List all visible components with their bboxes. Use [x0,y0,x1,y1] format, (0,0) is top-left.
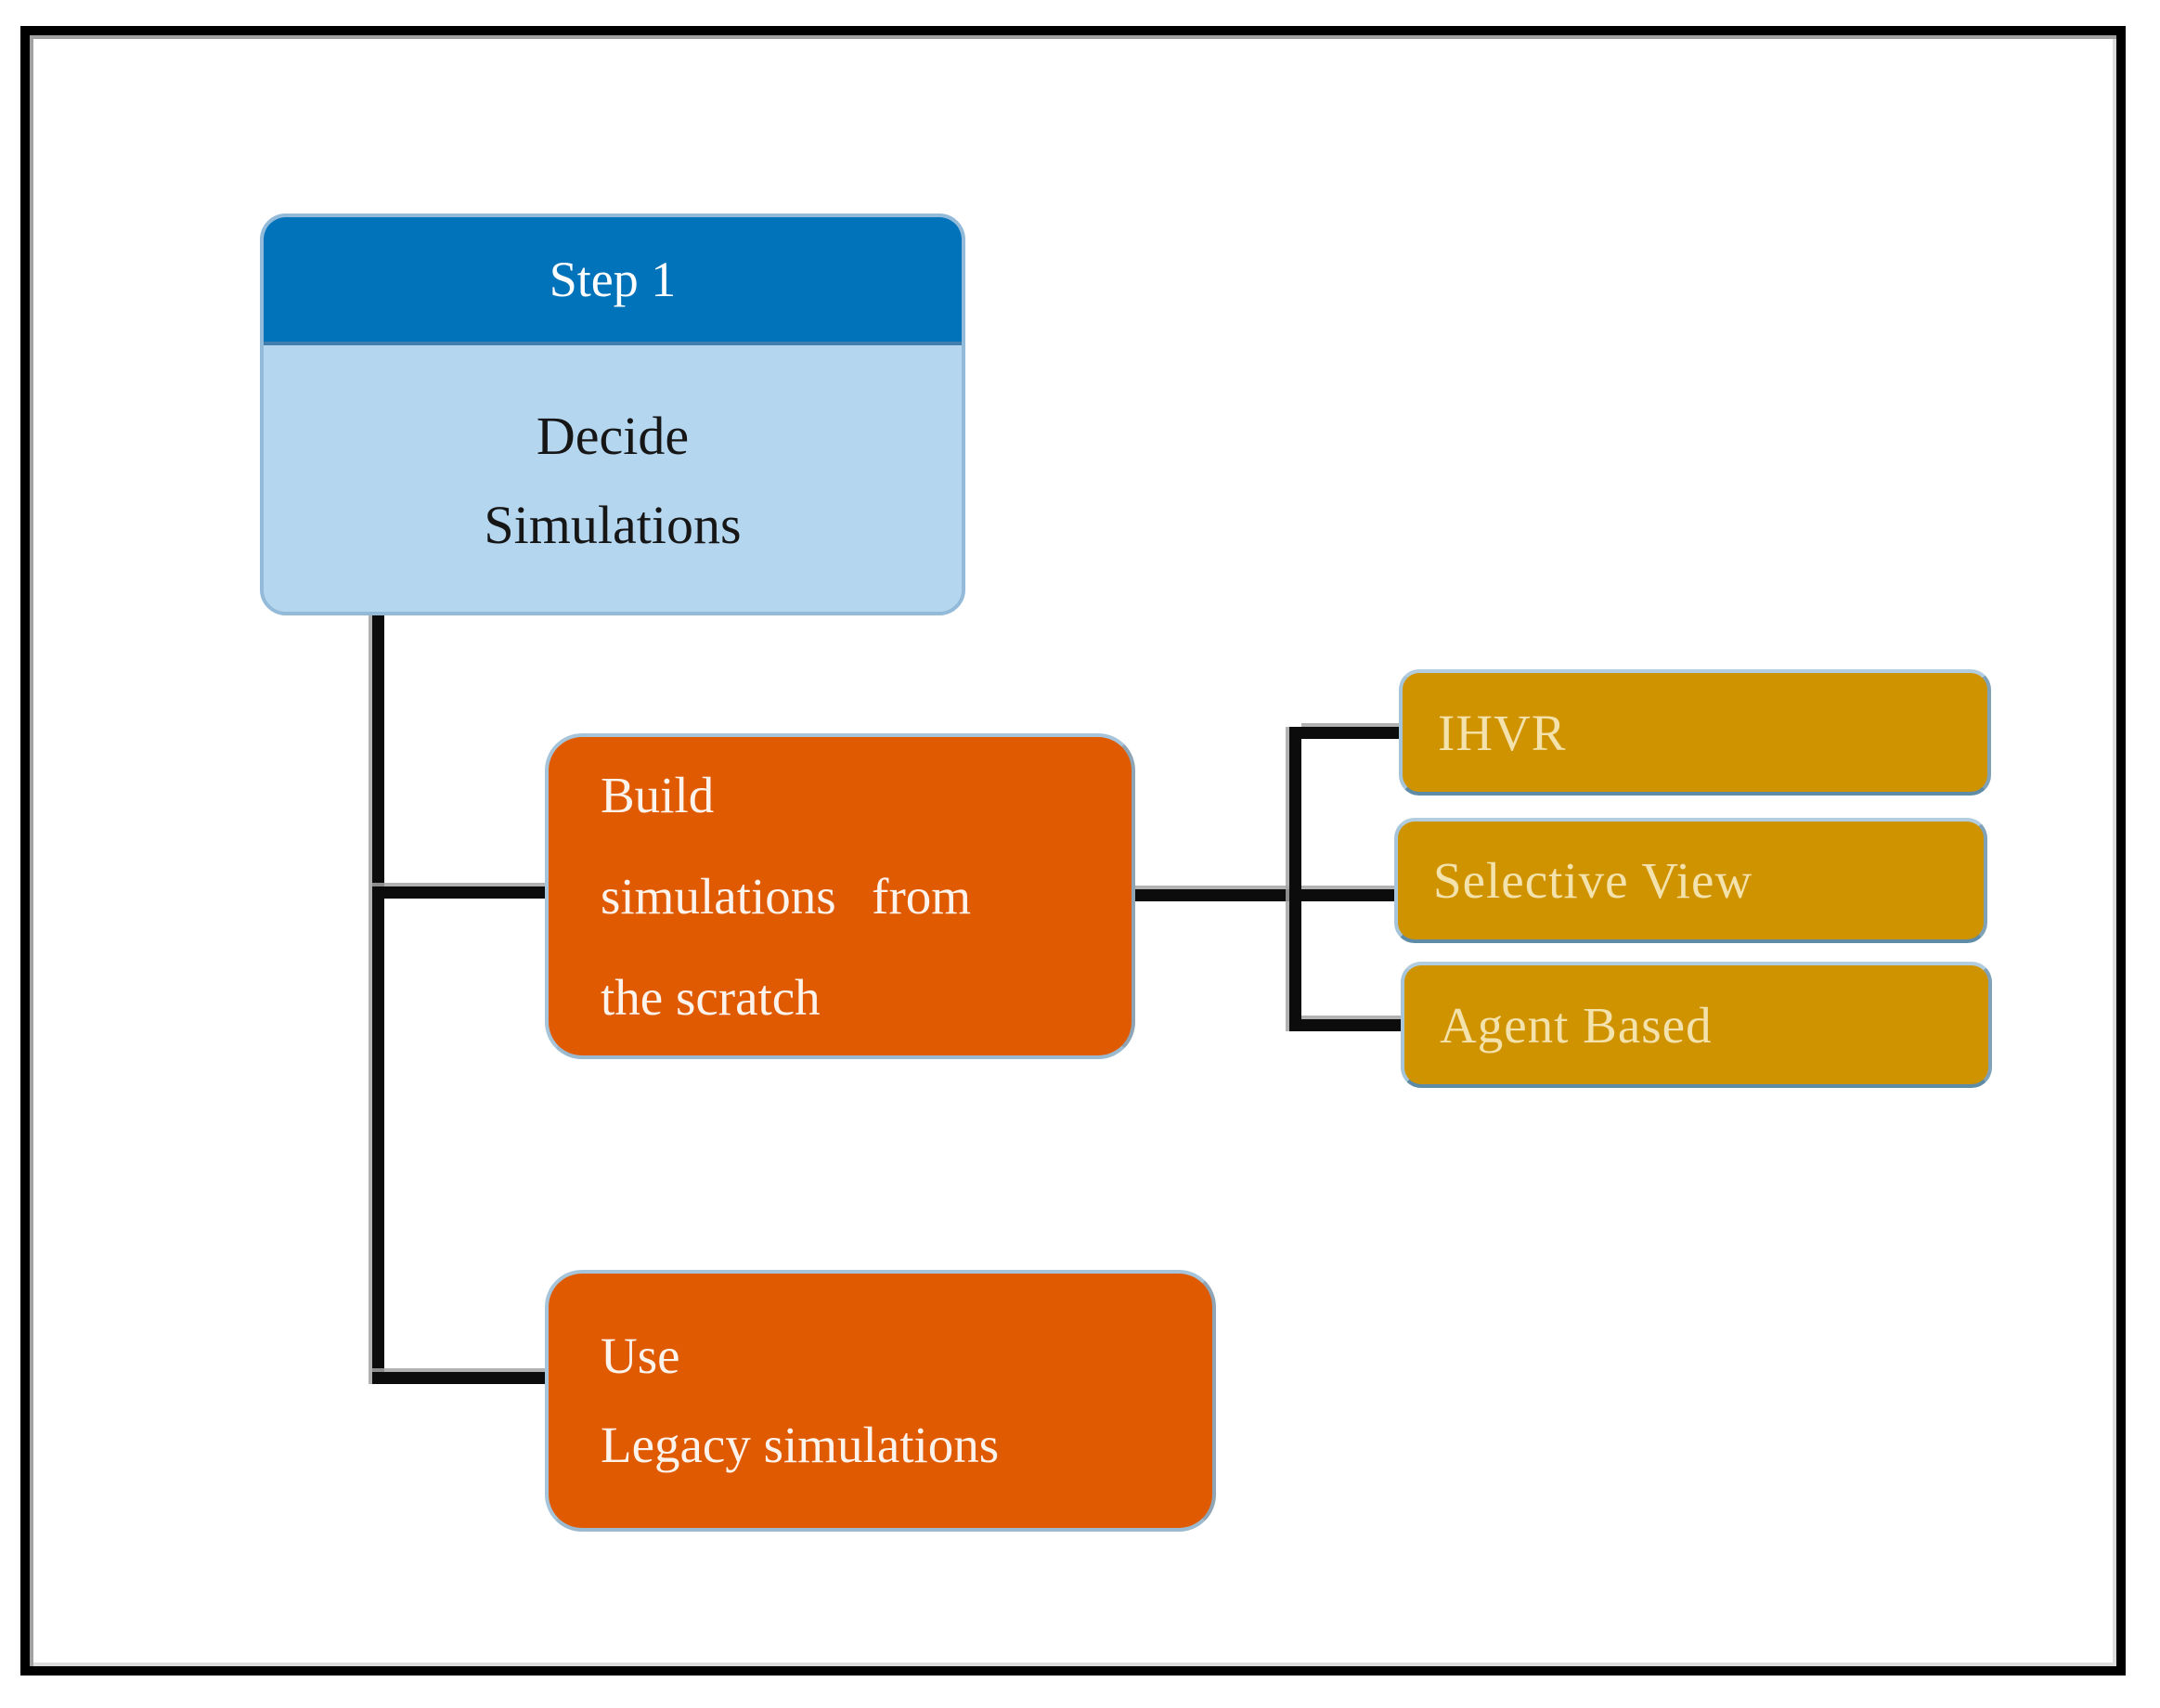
build-node-line: the scratch [601,969,821,1026]
step1-node: Step 1 Decide Simulations [260,214,965,615]
leaf-label-selective-view: Selective View [1433,852,1753,909]
diagram-frame: Step 1 Decide Simulations Build simulati… [20,26,2126,1676]
connector-branch-ihvr [1301,727,1402,739]
connector-branch-agent-based [1301,1019,1403,1031]
build-node-line: Build [601,767,715,823]
step1-body-line: Decide [536,405,690,466]
connector-build-to-leaves [1131,889,1396,901]
legacy-node-line: Legacy simulations [601,1417,1000,1473]
build-simulations-node: Build simulations from the scratch [545,733,1135,1059]
connector-branch-legacy [372,1372,549,1384]
step1-header-label: Step 1 [549,252,677,307]
step1-body: Decide Simulations [264,345,962,612]
connector-branch-build [372,886,549,899]
use-legacy-simulations-node: Use Legacy simulations [545,1270,1216,1532]
step1-body-line: Simulations [484,494,742,555]
build-node-line: simulations from [601,868,972,925]
leaf-label-agent-based: Agent Based [1440,996,1713,1054]
leaf-node-agent-based: Agent Based [1401,962,1992,1088]
legacy-node-line: Use [601,1327,680,1384]
connector-leaves-trunk [1289,727,1301,1031]
leaf-node-ihvr: IHVR [1399,669,1991,796]
leaf-label-ihvr: IHVR [1438,704,1567,761]
connector-step1-trunk [372,613,384,1384]
step1-header: Step 1 [264,217,962,345]
leaf-node-selective-view: Selective View [1394,818,1987,943]
